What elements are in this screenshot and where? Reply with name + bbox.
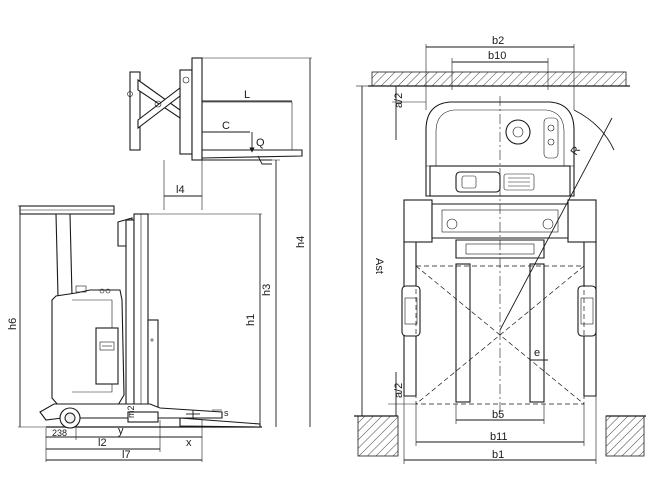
dim-b1: b1 xyxy=(403,396,597,464)
svg-text:238: 238 xyxy=(52,428,67,438)
left-wheel xyxy=(401,285,421,337)
svg-text:Ast: Ast xyxy=(373,258,385,274)
load-outline xyxy=(201,101,293,151)
svg-text:L: L xyxy=(244,89,250,101)
control-panel xyxy=(95,327,119,385)
svg-text:h6: h6 xyxy=(7,318,19,330)
truck-chassis xyxy=(51,285,125,406)
dim-x: x xyxy=(160,436,202,449)
svg-text:l2: l2 xyxy=(98,437,107,449)
display-panel xyxy=(455,171,501,193)
mast xyxy=(117,213,159,417)
straddle-legs xyxy=(401,241,597,397)
dim-b5: b5 xyxy=(455,404,545,424)
dim-y: y xyxy=(76,425,160,438)
fork-carriage xyxy=(127,57,303,165)
forks-top xyxy=(455,263,545,403)
drive-wheel xyxy=(59,407,81,429)
right-wheel xyxy=(577,285,597,337)
load-wheel xyxy=(127,411,159,423)
dim-Ast: Ast xyxy=(356,85,385,416)
label-m2: m2 xyxy=(126,405,136,418)
right-wall-hatch xyxy=(605,415,645,457)
svg-text:s: s xyxy=(224,408,229,418)
svg-text:b2: b2 xyxy=(492,35,504,47)
dim-R: R xyxy=(499,109,615,331)
dim-l2: l2 xyxy=(46,420,161,452)
dim-e: e xyxy=(530,347,548,361)
truck-head-top xyxy=(425,101,575,197)
svg-text:C: C xyxy=(222,120,230,132)
svg-text:y: y xyxy=(118,425,124,437)
dim-a2-top: a/2 xyxy=(392,86,426,140)
dim-238: 238 xyxy=(45,428,77,462)
svg-text:h1: h1 xyxy=(245,314,257,326)
label-Q: Q xyxy=(256,137,265,149)
steering-knob xyxy=(505,119,531,145)
svg-text:l4: l4 xyxy=(176,184,185,196)
dim-b2: b2 xyxy=(425,35,575,110)
side-view: Q L C h4 h3 h1 xyxy=(7,57,312,462)
svg-text:b5: b5 xyxy=(492,409,504,421)
top-view: b2 b10 xyxy=(354,35,646,464)
dim-b11: b11 xyxy=(415,404,585,446)
svg-text:a/2: a/2 xyxy=(393,93,405,108)
svg-text:h3: h3 xyxy=(261,284,273,296)
dim-b10: b10 xyxy=(451,50,549,90)
dim-h3: h3 xyxy=(204,159,280,427)
dim-l7: l7 xyxy=(46,420,203,462)
svg-text:b10: b10 xyxy=(488,50,506,62)
svg-text:h4: h4 xyxy=(295,236,307,248)
svg-text:a/2: a/2 xyxy=(393,383,405,398)
dim-h4: h4 xyxy=(200,57,312,427)
dim-h1: h1 xyxy=(148,213,262,427)
left-wall-hatch xyxy=(357,415,399,457)
truck-overhead-guard xyxy=(19,205,115,297)
svg-text:b1: b1 xyxy=(492,449,504,461)
dim-a2-bottom: a/2 xyxy=(388,372,416,416)
dim-L: L xyxy=(202,89,292,102)
top-wall-hatch xyxy=(371,71,627,87)
svg-text:l7: l7 xyxy=(122,449,131,461)
dim-s: s xyxy=(212,408,229,419)
dim-h6: h6 xyxy=(7,205,46,428)
svg-text:x: x xyxy=(186,437,192,449)
svg-text:b11: b11 xyxy=(490,431,508,443)
dim-C: C xyxy=(202,120,250,133)
svg-text:e: e xyxy=(534,347,540,359)
dim-l4: l4 xyxy=(163,160,203,210)
